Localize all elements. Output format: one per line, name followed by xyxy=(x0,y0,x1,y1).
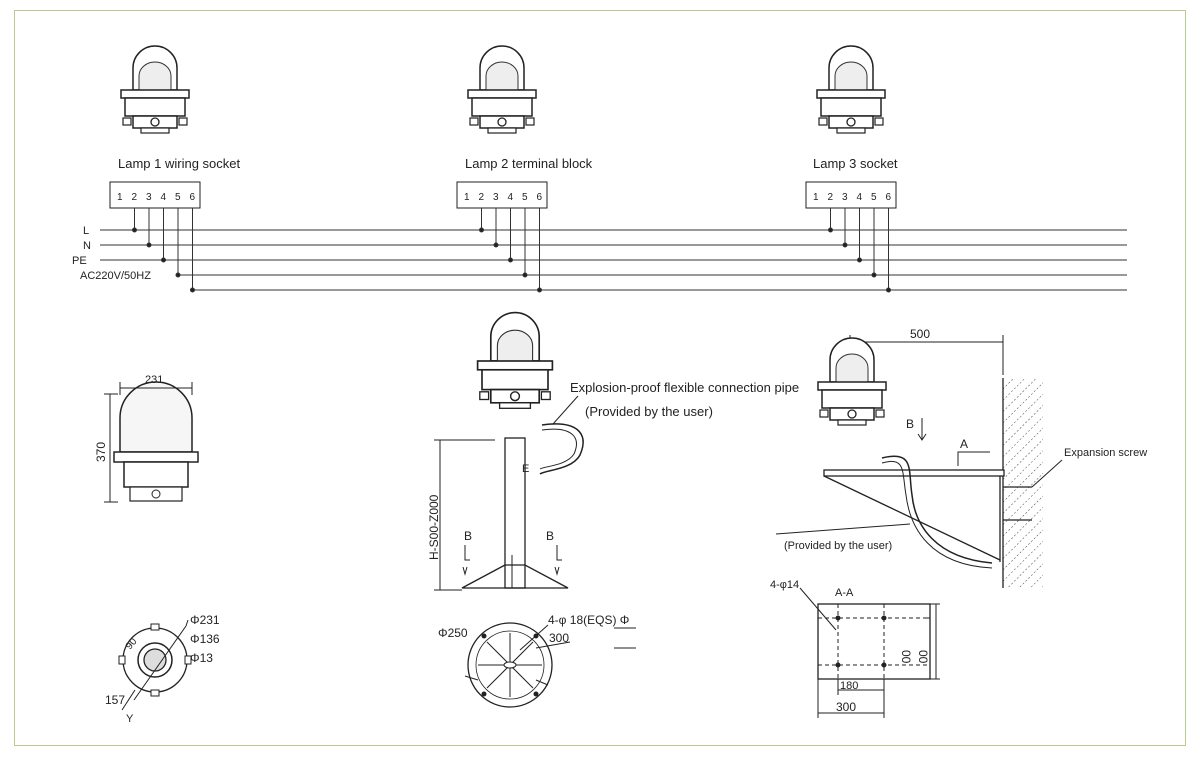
terminal-3-1: 1 xyxy=(813,192,819,203)
terminal-block-1 xyxy=(109,181,201,209)
wall-provided-label: (Provided by the user) xyxy=(784,540,892,552)
base-plate-view xyxy=(464,622,636,708)
wire-junction xyxy=(493,242,499,248)
bottom-dia-mid: Φ136 xyxy=(190,632,220,646)
terminal-1-6: 6 xyxy=(190,192,196,203)
bracket-plate-view xyxy=(799,587,940,718)
lamp-3-label: Lamp 3 socket xyxy=(813,156,898,171)
terminal-1-3: 3 xyxy=(146,192,152,203)
terminal-2-2: 2 xyxy=(479,192,485,203)
terminal-1-4: 4 xyxy=(161,192,167,203)
bracket-side-b: 00 xyxy=(916,650,930,664)
lamp-3-icon xyxy=(816,45,886,134)
bottom-view xyxy=(118,619,192,711)
lamp-dimension-view xyxy=(104,381,199,503)
lamp-1-label: Lamp 1 wiring socket xyxy=(118,156,240,171)
expansion-screw-label: Expansion screw xyxy=(1064,447,1147,459)
drawing-border xyxy=(14,10,1186,746)
lamp-2-icon xyxy=(467,45,537,134)
bracket-inner-w: 180 xyxy=(840,680,858,692)
wire-junction xyxy=(522,272,528,278)
terminal-block-3 xyxy=(805,181,897,209)
pole-height: H-S00-Z000 xyxy=(427,494,441,560)
pipe-label: Explosion-proof flexible connection pipe xyxy=(570,380,799,395)
wire-junction xyxy=(175,272,181,278)
lamp-height-dim: 370 xyxy=(94,442,108,462)
bus-label-ac: AC220V/50HZ xyxy=(80,270,151,282)
terminal-block-2 xyxy=(456,181,548,209)
bottom-angle: 90 xyxy=(124,636,140,652)
terminal-2-4: 4 xyxy=(508,192,514,203)
wire-junction xyxy=(479,227,484,233)
terminal-2-6: 6 xyxy=(537,192,543,203)
terminal-3-6: 6 xyxy=(886,192,892,203)
wall-section-a: A xyxy=(960,437,968,451)
wall-length: 500 xyxy=(910,327,930,341)
wire-junction xyxy=(146,242,152,248)
terminal-3-2: 2 xyxy=(828,192,834,203)
wire-junction xyxy=(508,257,513,263)
bottom-dim-157: 157 xyxy=(105,693,125,707)
terminal-3-5: 5 xyxy=(871,192,877,203)
terminal-3-4: 4 xyxy=(857,192,863,203)
wire-junction xyxy=(886,287,891,293)
wall-mount-assembly xyxy=(775,335,1063,588)
bus-label-pe: PE xyxy=(72,255,87,267)
wire-junction xyxy=(132,227,137,233)
base-holes: 4-φ 18(EQS) Φ xyxy=(548,613,629,627)
lamp-1-icon xyxy=(120,45,190,134)
pole-mount-assembly xyxy=(434,311,584,591)
bracket-side-a: 00 xyxy=(899,650,913,664)
bus-label-n: N xyxy=(83,240,91,252)
terminal-3-3: 3 xyxy=(842,192,848,203)
lamp-width-dim: 231 xyxy=(145,374,163,386)
terminal-2-3: 3 xyxy=(493,192,499,203)
section-b-right: B xyxy=(546,529,554,543)
terminal-1-1: 1 xyxy=(117,192,123,203)
bottom-dia-hole: Φ13 xyxy=(190,651,213,665)
wire-junction xyxy=(842,242,848,248)
terminal-2-1: 1 xyxy=(464,192,470,203)
base-dia: Φ250 xyxy=(438,626,468,640)
wire-junction xyxy=(857,257,862,263)
bracket-holes: 4-φ14 xyxy=(770,579,799,591)
wire-junction xyxy=(871,272,877,278)
bottom-axis-y: Y xyxy=(126,713,134,725)
bracket-outer-w: 300 xyxy=(836,700,856,714)
pole-e-marker: E xyxy=(522,463,529,475)
wire-junction xyxy=(828,227,833,233)
terminal-2-5: 5 xyxy=(522,192,528,203)
terminal-1-2: 2 xyxy=(132,192,138,203)
terminal-1-5: 5 xyxy=(175,192,181,203)
section-b-left: B xyxy=(464,529,472,543)
wire-junction xyxy=(190,287,195,293)
wall-section-b: B xyxy=(906,417,914,431)
base-pcd: 300 xyxy=(549,631,569,645)
bus-label-l: L xyxy=(83,225,89,237)
bus-lines xyxy=(100,229,1127,291)
bottom-dia-outer: Φ231 xyxy=(190,613,220,627)
bracket-section: A-A xyxy=(835,587,854,599)
wire-junction xyxy=(537,287,542,293)
pipe-provided-label: (Provided by the user) xyxy=(585,404,713,419)
lamp-2-label: Lamp 2 terminal block xyxy=(465,156,593,171)
wire-junction xyxy=(161,257,166,263)
